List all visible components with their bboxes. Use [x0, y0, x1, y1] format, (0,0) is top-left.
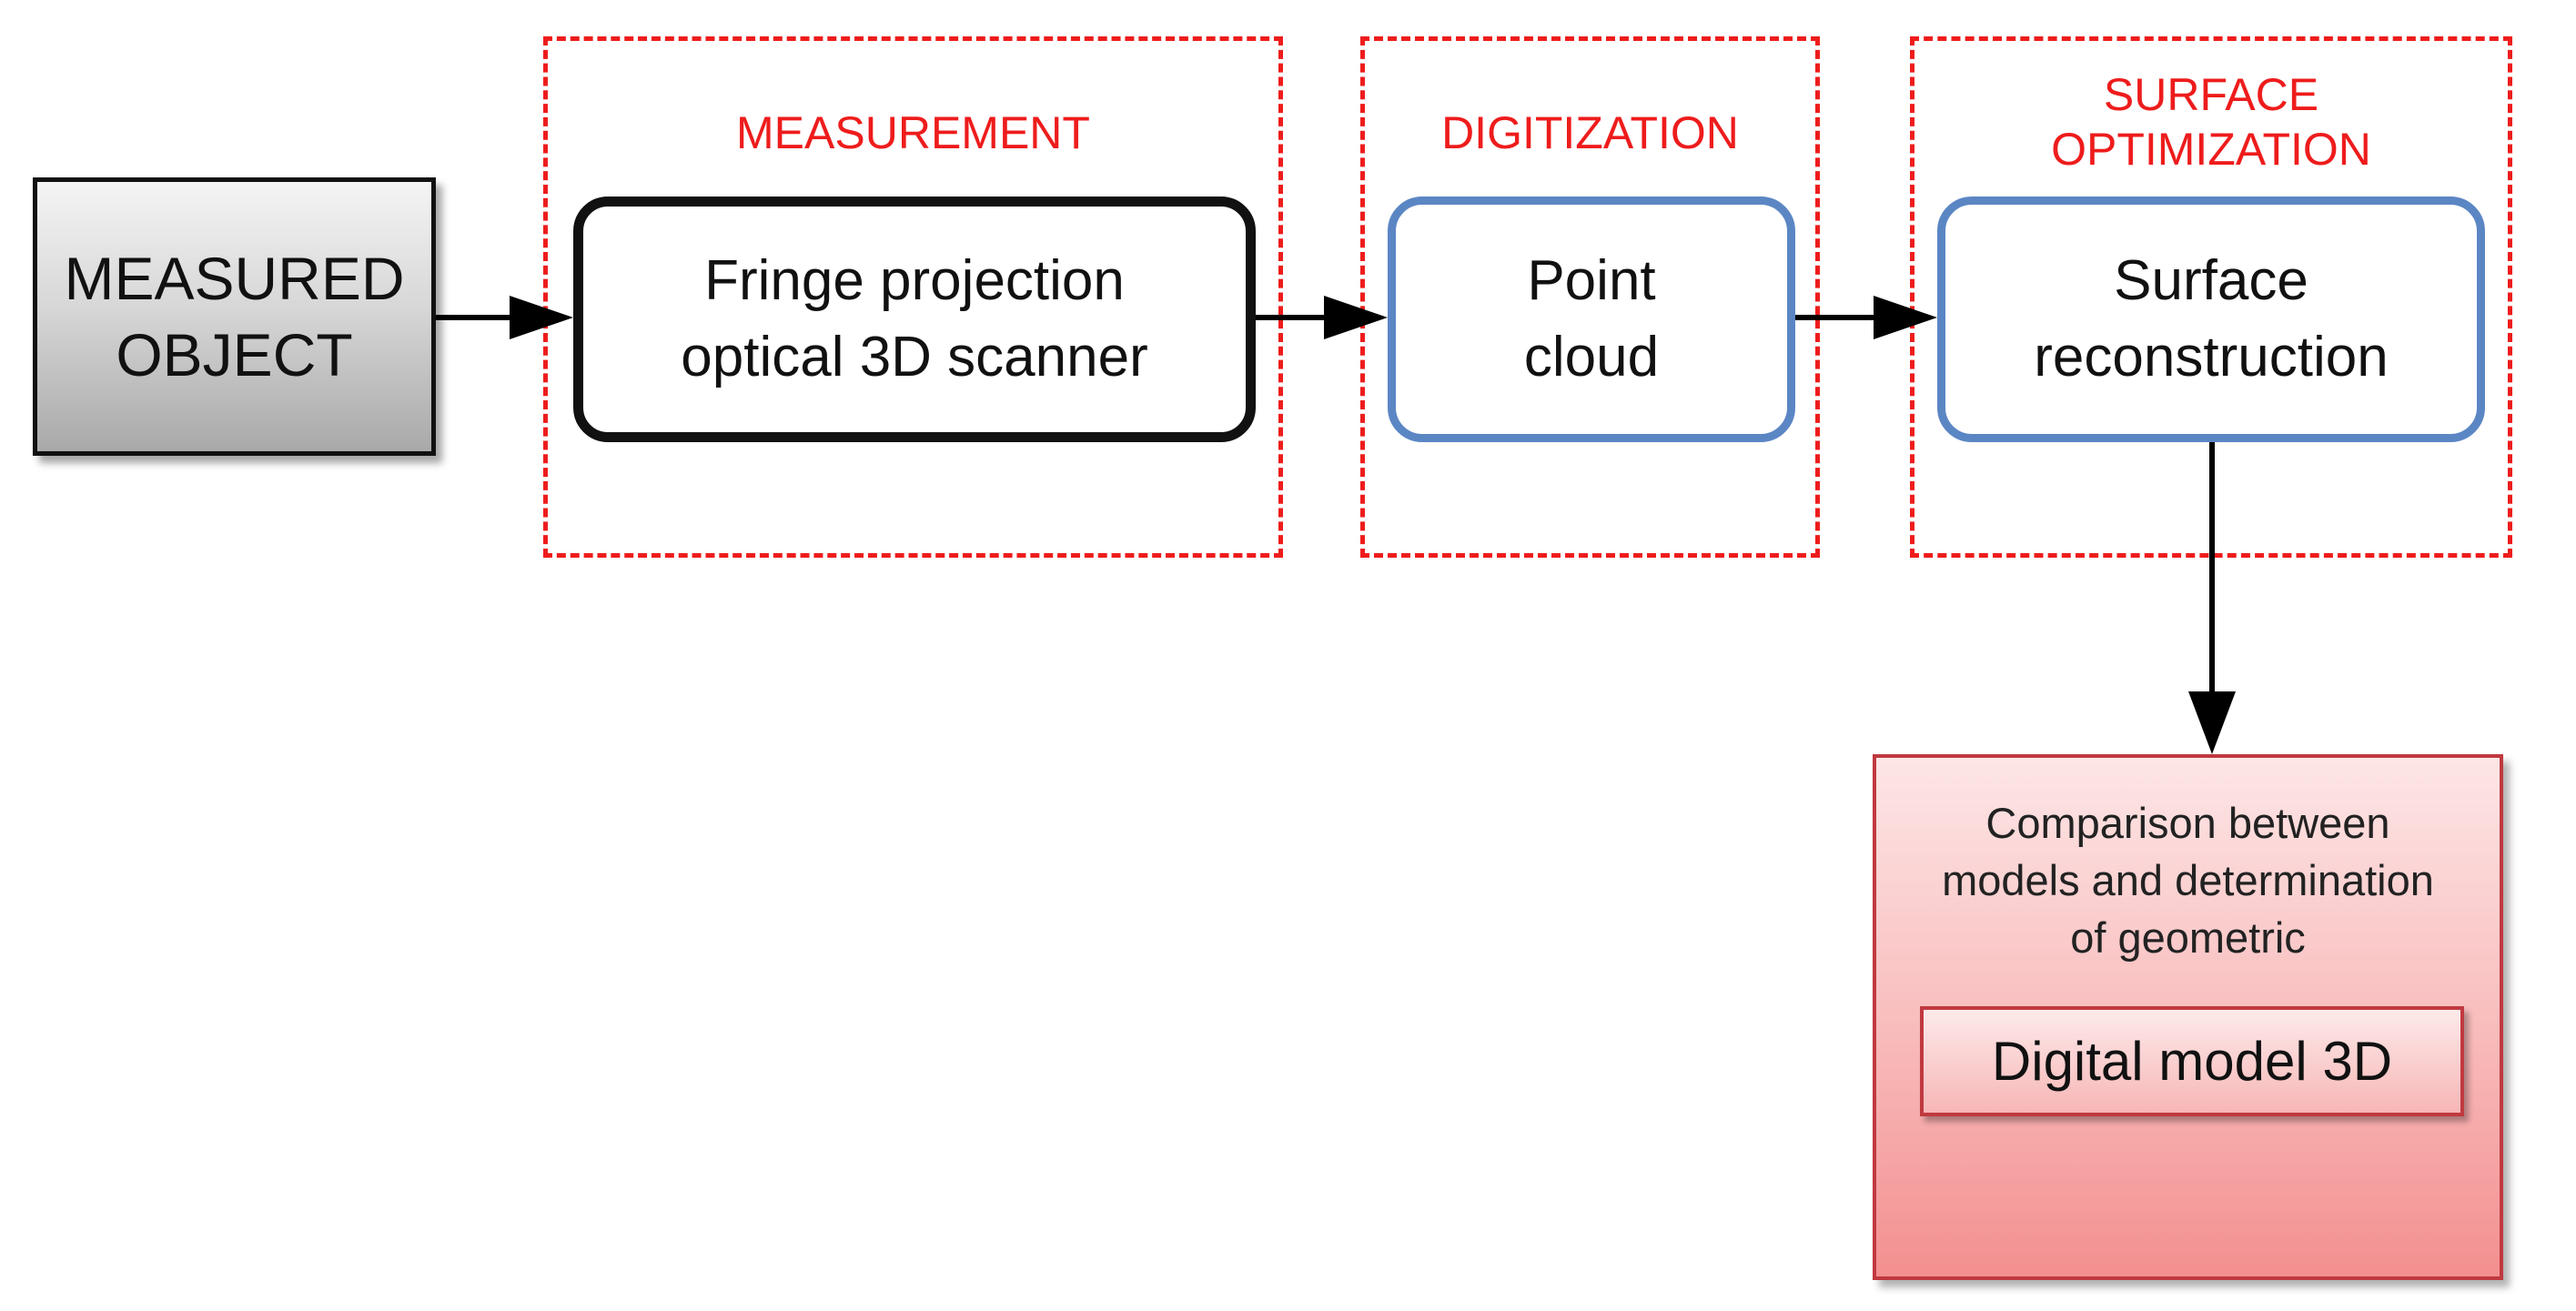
- stage-frame-measurement: [543, 36, 1283, 558]
- scanner-label: Fringe projection optical 3D scanner: [681, 243, 1148, 396]
- measured-object-box: MEASURED OBJECT: [33, 177, 436, 456]
- stage-label-measurement: MEASUREMENT: [736, 107, 1090, 158]
- stage-label-surface-optimization: SURFACE OPTIMIZATION: [1910, 67, 2512, 176]
- stage-label-line: OPTIMIZATION: [2051, 124, 2371, 175]
- measured-object-label: MEASURED OBJECT: [64, 240, 404, 393]
- point-cloud-line: cloud: [1523, 326, 1660, 388]
- point-cloud-box: Point cloud: [1388, 197, 1795, 442]
- comparison-line: Comparison between: [1985, 799, 2390, 847]
- comparison-line: models and determination: [1942, 856, 2434, 904]
- scanner-line: Fringe projection: [704, 249, 1125, 312]
- comparison-box: Comparison between models and determinat…: [1873, 754, 2503, 1280]
- digital-model-box: Digital model 3D: [1920, 1006, 2464, 1116]
- surface-reconstruction-line: reconstruction: [2034, 326, 2389, 388]
- measured-object-line: OBJECT: [116, 321, 353, 388]
- point-cloud-line: Point: [1527, 249, 1656, 312]
- scanner-box: Fringe projection optical 3D scanner: [573, 197, 1256, 442]
- scanner-line: optical 3D scanner: [681, 326, 1148, 388]
- arrow-object-to-scanner: [436, 296, 573, 339]
- arrow-surface-to-comparison: [2188, 442, 2236, 754]
- comparison-label: Comparison between models and determinat…: [1876, 794, 2500, 966]
- stage-frame-digitization: [1360, 36, 1820, 558]
- stage-label-digitization: DIGITIZATION: [1441, 107, 1739, 158]
- arrow-scanner-to-point-cloud: [1256, 296, 1388, 339]
- measured-object-line: MEASURED: [64, 245, 405, 312]
- digital-model-label: Digital model 3D: [1991, 1031, 2393, 1092]
- point-cloud-label: Point cloud: [1524, 243, 1659, 396]
- arrow-point-cloud-to-surface: [1795, 296, 1937, 339]
- surface-reconstruction-box: Surface reconstruction: [1937, 197, 2485, 442]
- stage-label-line: SURFACE: [2103, 69, 2319, 120]
- comparison-line: of geometric: [2070, 913, 2306, 962]
- surface-reconstruction-line: Surface: [2114, 249, 2308, 312]
- surface-reconstruction-label: Surface reconstruction: [2034, 243, 2388, 396]
